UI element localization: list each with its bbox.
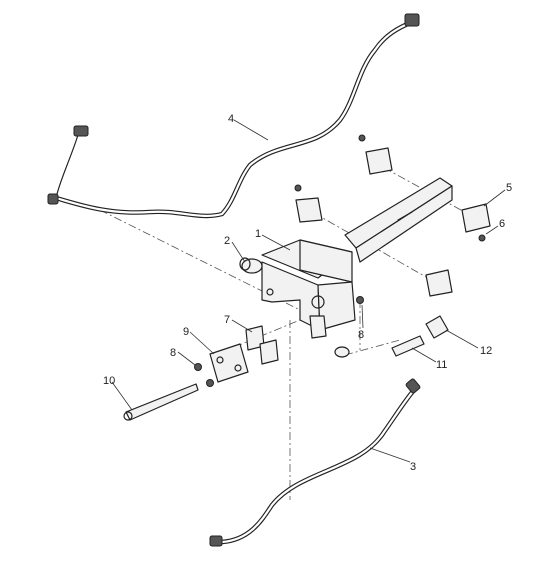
hose-part-3	[209, 378, 421, 547]
callout-6: 6	[499, 218, 505, 230]
mount-part-5	[461, 203, 491, 233]
callout-2: 2	[224, 235, 230, 247]
callout-1: 1	[255, 228, 261, 240]
rubber-mounts-part-7	[245, 325, 279, 365]
callout-11: 11	[436, 359, 447, 371]
connector-left-icon	[47, 193, 59, 205]
fitting-part-12	[425, 315, 449, 339]
wiring-harness	[47, 13, 420, 219]
lever-plate	[309, 315, 327, 339]
callout-labels: 1 2 3 4 5 6 7 8 8 9 10 11 12	[103, 113, 512, 473]
hose-fitting-bottom-icon	[209, 535, 223, 547]
pivot-hole-icon	[311, 295, 325, 309]
hose-fitting-top-icon	[405, 378, 421, 394]
main-frame	[261, 177, 453, 339]
callout-8a: 8	[170, 347, 176, 359]
callout-10: 10	[103, 375, 115, 387]
bracket-plate-part-9	[209, 343, 249, 383]
bolt-part-10	[123, 383, 199, 421]
connector-top-left-icon	[73, 125, 89, 137]
callout-9: 9	[183, 326, 189, 338]
mounts	[294, 134, 491, 297]
pin-part-11	[391, 335, 425, 357]
nut-part-6	[478, 234, 486, 242]
bushing-part-2	[239, 257, 263, 274]
small-bushing	[334, 346, 350, 358]
nuts-part-8	[194, 296, 364, 387]
callout-8b: 8	[358, 329, 364, 341]
callout-3: 3	[410, 461, 416, 473]
callout-4: 4	[228, 113, 234, 125]
callout-7: 7	[224, 314, 230, 326]
leader-lines	[111, 119, 506, 463]
connector-top-right-icon	[404, 13, 420, 27]
callout-5: 5	[506, 182, 512, 194]
callout-12: 12	[480, 345, 492, 357]
